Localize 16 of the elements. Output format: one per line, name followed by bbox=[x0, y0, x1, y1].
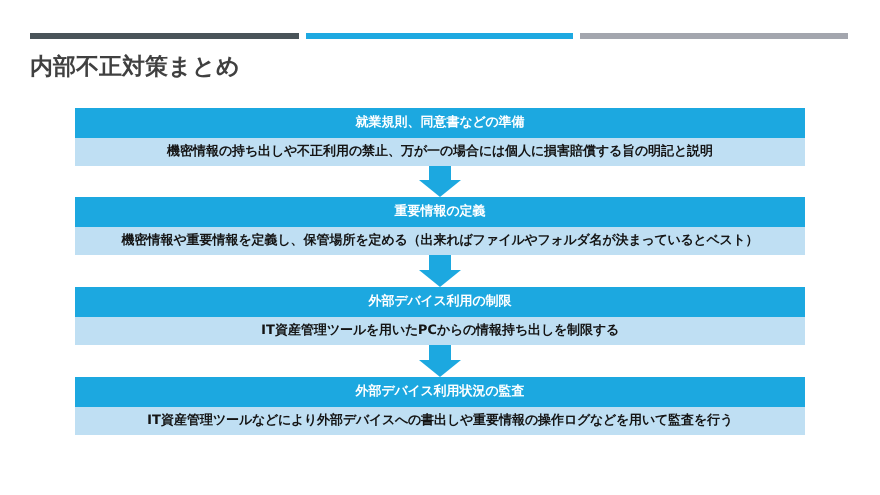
step-heading: 外部デバイス利用状況の監査 bbox=[75, 377, 805, 407]
step-heading: 外部デバイス利用の制限 bbox=[75, 287, 805, 317]
page-title: 内部不正対策まとめ bbox=[30, 53, 240, 82]
down-arrow bbox=[419, 255, 461, 287]
step-description: IT資産管理ツールなどにより外部デバイスへの書出しや重要情報の操作ログなどを用いて監査を行う bbox=[147, 412, 733, 430]
step-panel bbox=[75, 108, 805, 166]
step-panel bbox=[75, 377, 805, 435]
step-panel bbox=[75, 287, 805, 345]
step-panel bbox=[75, 197, 805, 255]
step-description: 機密情報の持ち出しや不正利用の禁止、万が一の場合には個人に損害賠償する旨の明記と説明 bbox=[167, 142, 713, 161]
step-heading: 重要情報の定義 bbox=[75, 197, 805, 227]
down-arrow bbox=[419, 345, 461, 377]
step-description: IT資産管理ツールを用いたPCからの情報持ち出しを制限する bbox=[261, 322, 619, 340]
step-description: 機密情報や重要情報を定義し、保管場所を定める（出来ればファイルやフォルダ名が決まっているとベスト） bbox=[122, 232, 758, 250]
down-arrow bbox=[419, 166, 461, 197]
step-heading: 就業規則、同意書などの準備 bbox=[75, 108, 805, 138]
